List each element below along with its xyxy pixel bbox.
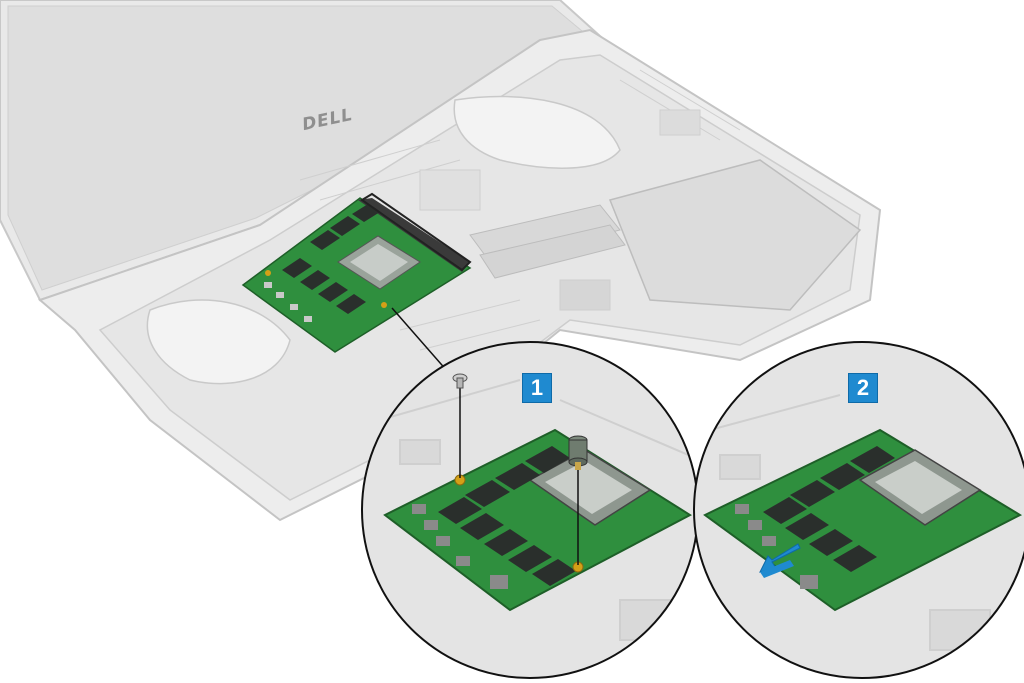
- graphics-card-installed: [241, 192, 472, 353]
- standoff-icon: [568, 435, 588, 470]
- detail-view-step-2: [693, 341, 1024, 679]
- step-1-badge: 1: [522, 373, 552, 403]
- detail-view-step-1: [361, 341, 699, 679]
- step-2-badge: 2: [848, 373, 878, 403]
- arrow-left-icon: [759, 543, 801, 578]
- leader-line: [391, 307, 449, 373]
- screw-icon: [452, 373, 468, 389]
